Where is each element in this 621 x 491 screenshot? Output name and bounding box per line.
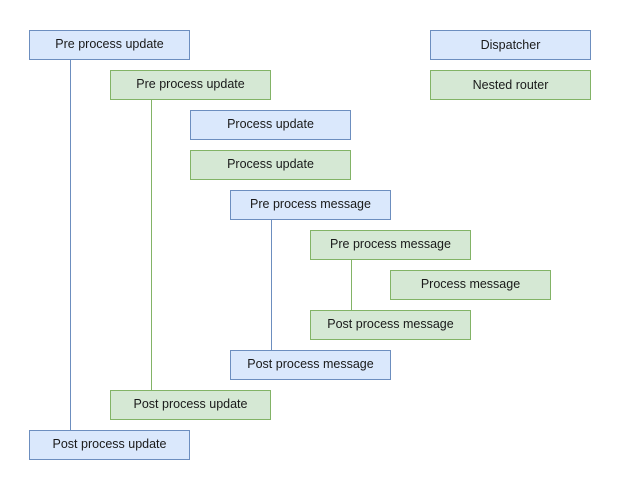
legend-item-label: Nested router	[472, 78, 549, 92]
node-n9[interactable]: Post process message	[230, 350, 391, 380]
node-label: Post process update	[52, 437, 167, 452]
node-label: Process update	[227, 117, 314, 132]
legend-item-dispatcher: Dispatcher	[430, 30, 591, 60]
node-label: Pre process message	[330, 237, 451, 252]
node-n5[interactable]: Pre process message	[230, 190, 391, 220]
node-label: Post process update	[133, 397, 248, 412]
node-n4[interactable]: Process update	[190, 150, 351, 180]
node-n7[interactable]: Process message	[390, 270, 551, 300]
node-label: Process message	[420, 277, 521, 292]
connector-n6-to-n8	[351, 260, 352, 310]
node-n10[interactable]: Post process update	[110, 390, 271, 420]
node-label: Pre process message	[250, 197, 371, 212]
connector-n2-to-n10	[151, 100, 152, 390]
node-label: Post process message	[327, 317, 454, 332]
node-n6[interactable]: Pre process message	[310, 230, 471, 260]
connector-n1-to-n11	[70, 60, 71, 430]
node-n2[interactable]: Pre process update	[110, 70, 271, 100]
connector-n5-to-n9	[271, 220, 272, 350]
node-n11[interactable]: Post process update	[29, 430, 190, 460]
node-n8[interactable]: Post process message	[310, 310, 471, 340]
legend-item-label: Dispatcher	[480, 38, 541, 52]
node-label: Pre process update	[136, 77, 245, 92]
node-label: Process update	[227, 157, 314, 172]
node-label: Post process message	[247, 357, 374, 372]
node-n1[interactable]: Pre process update	[29, 30, 190, 60]
legend-item-router: Nested router	[430, 70, 591, 100]
node-n3[interactable]: Process update	[190, 110, 351, 140]
node-label: Pre process update	[55, 37, 164, 52]
